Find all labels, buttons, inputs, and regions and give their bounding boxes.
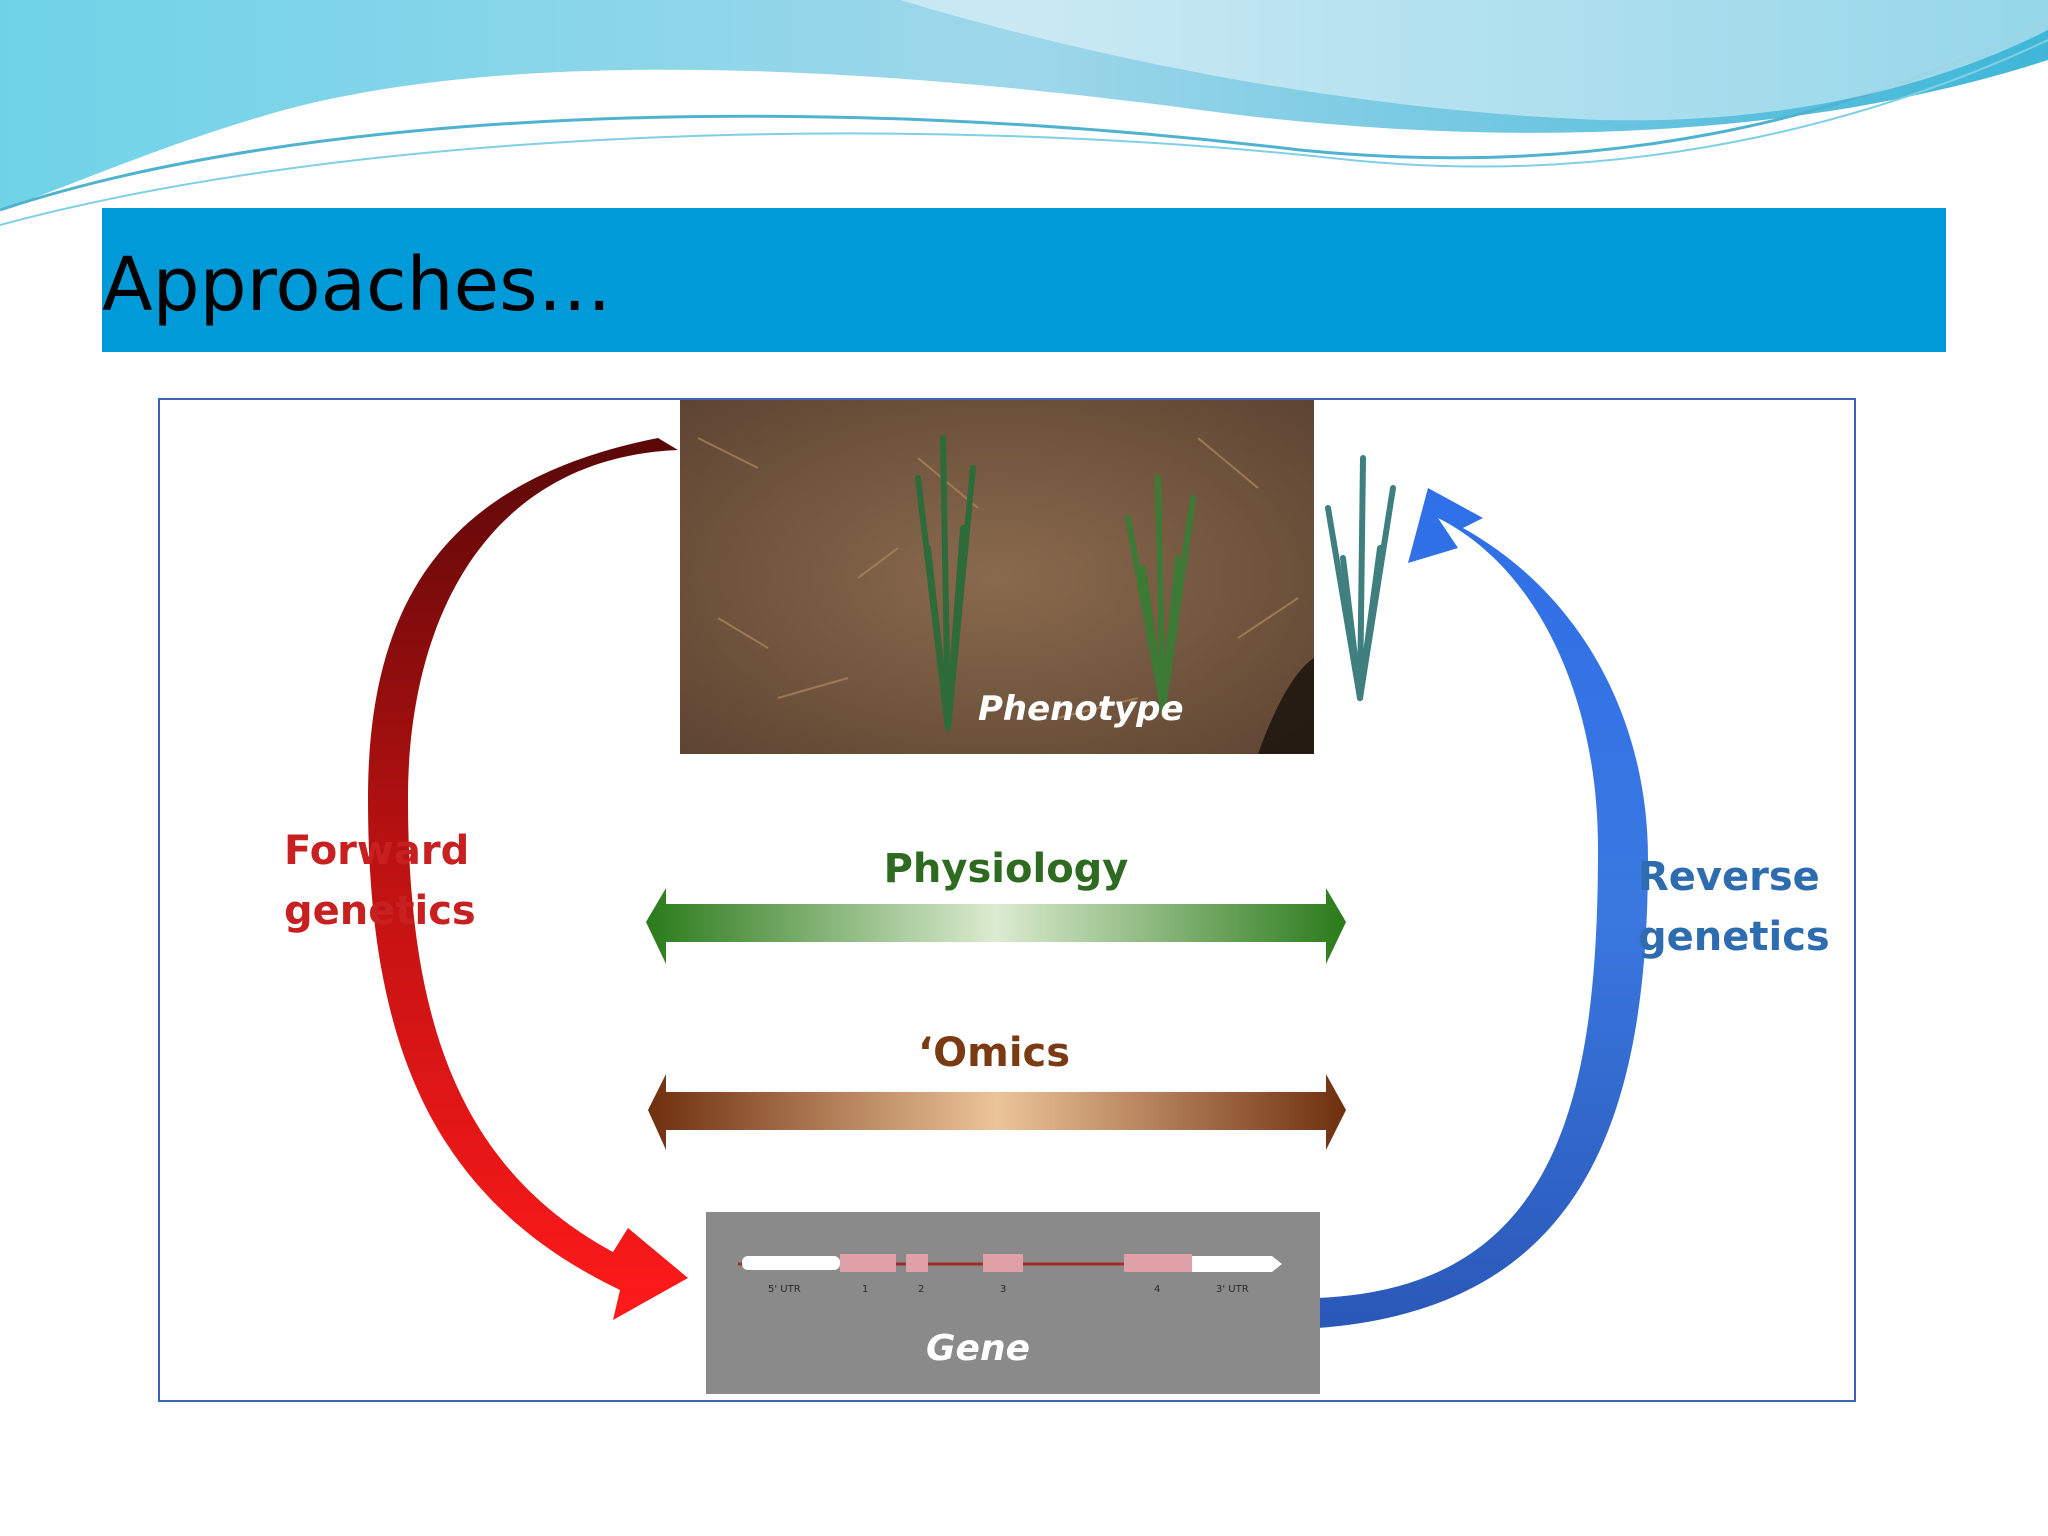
exon-1 [840,1254,896,1272]
genetics-approaches-diagram: Phenotype Forward genetics Reverse genet… [284,400,1830,1394]
utr-5-segment [742,1256,840,1270]
gene-map-label-1: 1 [862,1284,868,1295]
phenotype-label: Phenotype [978,689,1184,729]
phenotype-photo: Phenotype [680,400,1396,754]
omics-label: ‘Omics [918,1030,1070,1076]
omics-double-arrow [648,1074,1346,1150]
gene-map-label-4: 4 [1154,1284,1160,1295]
gene-label: Gene [926,1328,1030,1369]
plant-3 [1325,455,1396,701]
gene-map-label-3: 3 [1000,1284,1006,1295]
physiology-double-arrow [646,888,1346,964]
exon-3 [983,1254,1023,1272]
physiology-label: Physiology [884,846,1129,892]
gene-map-label-0: 5' UTR [768,1284,801,1295]
reverse-genetics-arrow [1318,488,1648,1328]
plant-2 [1125,475,1196,711]
slide-title: Approaches… [102,242,612,328]
plant-1 [915,435,976,731]
reverse-genetics-label-line1: Reverse [1638,854,1820,900]
gene-panel: 5' UTR 1 2 3 4 3' UTR Gene [706,1212,1320,1394]
gene-map-label-5: 3' UTR [1216,1284,1249,1295]
forward-genetics-label-line2: genetics [284,888,476,934]
exon-2 [906,1254,928,1272]
forward-genetics-label-line1: Forward [284,828,469,874]
reverse-genetics-label-line2: genetics [1638,914,1830,960]
forward-genetics-arrow [368,438,688,1320]
header-wave-decoration [0,0,2048,226]
exon-4 [1124,1254,1192,1272]
utr-3-segment [1192,1256,1282,1272]
gene-map-label-2: 2 [918,1284,924,1295]
title-bar: Approaches… [102,208,1946,352]
